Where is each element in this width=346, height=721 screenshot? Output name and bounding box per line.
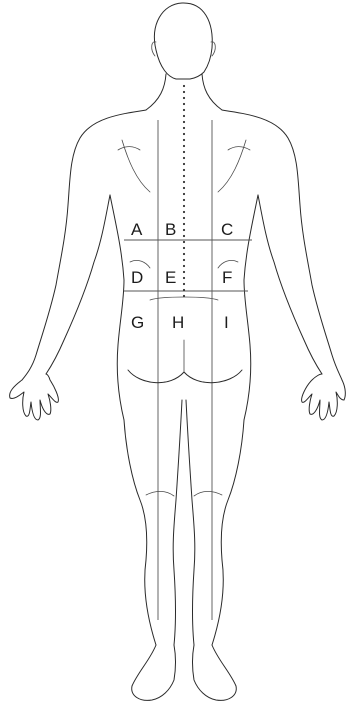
spine-dot (183, 235, 185, 237)
zone-label-d: D (131, 268, 143, 287)
spine-dot (183, 277, 185, 279)
spine-dot (183, 85, 185, 87)
left-upper-back-crease (118, 147, 140, 150)
spine-dot (183, 259, 185, 261)
torso-right-side (244, 195, 258, 420)
torso-left-side (110, 195, 124, 420)
spine-dot (183, 145, 185, 147)
right-hand (302, 374, 346, 420)
spine-dot (183, 217, 185, 219)
right-shoulder-arm (222, 110, 342, 380)
zone-label-g: G (131, 313, 144, 332)
spine-dot (183, 187, 185, 189)
right-leg-inner (186, 400, 195, 645)
head-outline (154, 3, 212, 79)
spine-dots (183, 85, 185, 297)
right-foot (193, 645, 237, 700)
left-hand (10, 374, 59, 420)
zone-label-f: F (222, 268, 232, 287)
zone-label-h: H (172, 313, 184, 332)
spine-dot (183, 193, 185, 195)
spine-dot (183, 253, 185, 255)
neck-right (202, 74, 222, 110)
spine-dot (183, 289, 185, 291)
spine-dot (183, 169, 185, 171)
spine-dot (183, 91, 185, 93)
left-leg-inner (173, 400, 182, 645)
zone-label-a: A (131, 220, 143, 239)
spine-dot (183, 181, 185, 183)
spine-dot (183, 283, 185, 285)
spine-dot (183, 205, 185, 207)
spine-dot (183, 211, 185, 213)
spine-dot (183, 157, 185, 159)
spine-dot (183, 127, 185, 129)
spine-dot (183, 121, 185, 123)
zone-label-i: I (224, 313, 229, 332)
spine-dot (183, 151, 185, 153)
spine-dot (183, 229, 185, 231)
spine-dot (183, 115, 185, 117)
spine-dot (183, 247, 185, 249)
right-leg-outer (212, 420, 244, 645)
zone-label-b: B (165, 220, 176, 239)
spine-dot (183, 175, 185, 177)
left-knee-crease (146, 491, 174, 496)
right-flank-crease (218, 260, 238, 268)
spine-dot (183, 133, 185, 135)
spine-dot (183, 163, 185, 165)
spine-dot (183, 271, 185, 273)
spine-dot (183, 97, 185, 99)
spine-dot (183, 223, 185, 225)
spine-dot (183, 103, 185, 105)
zone-label-c: C (221, 220, 233, 239)
spine-dot (183, 139, 185, 141)
left-leg-outer (124, 420, 156, 645)
neck-left (146, 74, 166, 110)
buttocks-outline (128, 370, 242, 383)
left-foot (132, 645, 176, 700)
right-knee-crease (194, 491, 222, 496)
left-shoulder-arm (22, 110, 146, 380)
zone-label-e: E (165, 268, 176, 287)
right-upper-back-crease (228, 147, 250, 150)
left-flank-crease (130, 260, 150, 268)
spine-dot (183, 265, 185, 267)
spine-dot (183, 199, 185, 201)
lower-back-crease (150, 297, 218, 300)
spine-dot (183, 241, 185, 243)
spine-dot (183, 109, 185, 111)
